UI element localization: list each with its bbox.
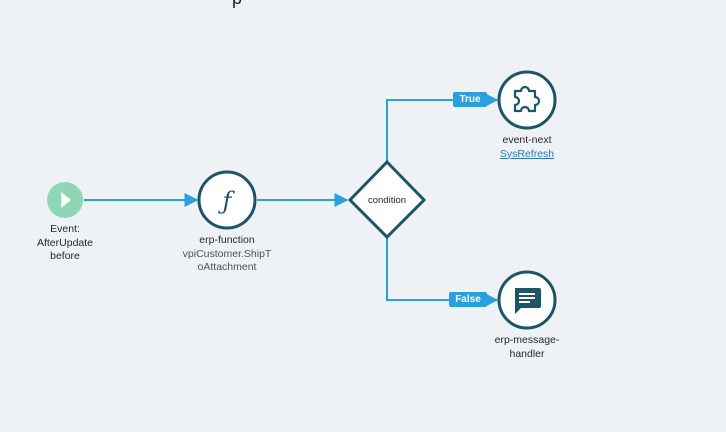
message-handler-title1: erp-message- (494, 334, 560, 346)
erp-function-label: erp-function vpiCustomer.ShipT oAttachme… (162, 234, 292, 275)
event-label-line3: before (50, 250, 80, 262)
puzzle-icon (513, 85, 541, 113)
event-label-line1: Event: (50, 223, 80, 235)
sysrefresh-link[interactable]: SysRefresh (499, 147, 555, 160)
erp-message-handler-label: erp-message- handler (477, 334, 577, 361)
event-start-label: Event: AfterUpdate before (25, 223, 105, 264)
chat-message-icon (515, 288, 541, 314)
erp-message-handler-node[interactable] (497, 270, 557, 330)
event-label-line2: AfterUpdate (36, 236, 94, 249)
event-next-node[interactable] (497, 70, 557, 130)
edge-condition-false (386, 238, 499, 307)
erp-function-title: erp-function (199, 234, 255, 246)
erp-function-sub1: vpiCustomer.ShipT (182, 247, 272, 260)
function-icon: ƒ (218, 187, 236, 215)
event-start-node[interactable] (47, 182, 83, 218)
erp-function-sub2: oAttachment (197, 261, 257, 273)
event-next-title: event-next (502, 134, 552, 146)
true-branch-badge: True (453, 92, 487, 107)
erp-function-node[interactable]: ƒ (197, 170, 257, 230)
false-branch-badge: False (449, 292, 487, 307)
condition-node[interactable]: condition (347, 159, 427, 240)
condition-label: condition (368, 195, 406, 206)
event-next-label: event-next SysRefresh (477, 134, 577, 161)
play-icon (61, 192, 71, 208)
page-title-fragment: p (232, 0, 242, 9)
message-handler-title2: handler (509, 347, 545, 360)
